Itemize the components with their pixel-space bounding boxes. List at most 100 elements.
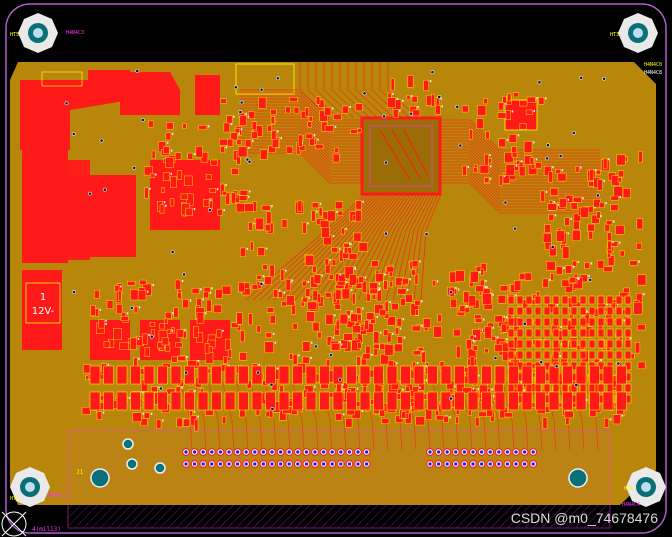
smd-pad bbox=[262, 264, 268, 270]
smd-pad bbox=[529, 157, 534, 165]
smd-pad bbox=[361, 280, 367, 293]
smd-pad bbox=[402, 278, 409, 285]
smd-pad bbox=[185, 207, 193, 216]
via bbox=[158, 386, 163, 391]
pin-hole bbox=[210, 462, 214, 466]
trace bbox=[440, 119, 600, 151]
smd-pad bbox=[235, 203, 245, 213]
trace bbox=[363, 62, 395, 119]
smd-pad bbox=[352, 325, 361, 334]
pad-mark bbox=[194, 389, 196, 392]
pad-mark bbox=[484, 285, 486, 288]
pad-mark bbox=[152, 284, 154, 287]
smd-pad bbox=[472, 345, 478, 351]
smd-pad bbox=[355, 103, 363, 112]
smd-pad bbox=[480, 268, 484, 276]
resistor bbox=[606, 317, 614, 327]
smd-pad bbox=[369, 288, 378, 294]
smd-pad bbox=[572, 220, 580, 230]
smd-pad bbox=[244, 203, 254, 212]
via bbox=[182, 272, 186, 277]
pin-hole bbox=[287, 450, 291, 454]
resistor bbox=[588, 317, 596, 327]
resistor bbox=[602, 365, 614, 385]
smd-pad bbox=[302, 297, 308, 303]
pad-mark bbox=[209, 291, 212, 294]
pad-mark bbox=[492, 395, 495, 398]
pad-mark bbox=[392, 332, 394, 335]
smd-pad bbox=[383, 329, 389, 336]
pad-mark bbox=[233, 115, 235, 118]
trace bbox=[308, 193, 394, 301]
resistor bbox=[440, 365, 452, 385]
smd-pad bbox=[569, 276, 577, 283]
resistor bbox=[467, 391, 479, 411]
pad-mark bbox=[225, 146, 228, 149]
pad-mark bbox=[441, 105, 443, 108]
smd-pad bbox=[307, 301, 317, 310]
pin-hole bbox=[261, 450, 265, 454]
resistor bbox=[359, 391, 371, 411]
mount-hole-bottom-right[interactable]: HT4 H4N4C4 bbox=[622, 467, 666, 508]
smd-pad bbox=[331, 343, 341, 351]
pin-hole bbox=[437, 450, 441, 454]
smd-pad bbox=[629, 260, 638, 266]
pad-mark bbox=[351, 310, 353, 313]
smd-pad bbox=[113, 328, 122, 341]
resistor bbox=[588, 383, 596, 393]
resistor bbox=[516, 295, 524, 305]
mount-hole-bottom-left[interactable]: HT1 H4N4C1 bbox=[10, 467, 66, 507]
smd-pad bbox=[607, 232, 612, 241]
pad-mark bbox=[421, 350, 424, 353]
smd-pad bbox=[353, 232, 362, 242]
pad-mark bbox=[163, 201, 166, 204]
smd-pad bbox=[96, 411, 103, 421]
smd-pad bbox=[584, 262, 590, 269]
resistor bbox=[561, 350, 569, 360]
smd-pad bbox=[341, 227, 345, 235]
smd-pad bbox=[484, 348, 489, 354]
via bbox=[184, 370, 189, 375]
resistor bbox=[143, 365, 155, 385]
smd-pad bbox=[455, 270, 465, 282]
via bbox=[72, 290, 76, 295]
resistor bbox=[516, 317, 524, 327]
pad-mark bbox=[396, 362, 398, 365]
smd-pad bbox=[175, 342, 183, 348]
smd-pad bbox=[170, 176, 177, 188]
smd-pad bbox=[139, 279, 147, 285]
mount-hole-top-left[interactable]: HT5 H4N4C3 bbox=[10, 13, 84, 53]
resistor bbox=[552, 350, 560, 360]
trace bbox=[331, 62, 363, 119]
resistor bbox=[481, 365, 492, 385]
via bbox=[259, 281, 264, 286]
smd-pad bbox=[411, 260, 419, 268]
smd-pad bbox=[405, 294, 413, 303]
smd-pad bbox=[176, 170, 183, 180]
smd-pad bbox=[476, 118, 484, 129]
smd-pad bbox=[222, 416, 227, 425]
watermark: CSDN @m0_74678476 bbox=[511, 510, 659, 526]
pad-mark bbox=[202, 298, 204, 301]
smd-pad bbox=[375, 273, 384, 283]
pad-mark bbox=[489, 154, 491, 157]
pad-mark bbox=[603, 179, 605, 182]
smd-pad bbox=[220, 98, 227, 104]
smd-pad bbox=[157, 342, 165, 349]
pad-mark bbox=[317, 138, 319, 141]
smd-pad bbox=[244, 282, 250, 289]
smd-pad bbox=[119, 342, 129, 350]
pin-hole bbox=[505, 462, 509, 466]
mount-hole-top-right[interactable]: HT3 bbox=[610, 13, 658, 53]
pad-mark bbox=[211, 287, 213, 290]
smd-pad bbox=[239, 115, 247, 126]
smd-pad bbox=[499, 174, 503, 186]
resistor bbox=[508, 391, 519, 411]
smd-pad bbox=[143, 412, 151, 419]
main-ic[interactable] bbox=[360, 116, 442, 196]
pad-mark bbox=[170, 149, 173, 152]
smd-pad bbox=[222, 190, 227, 196]
pad-mark bbox=[419, 386, 421, 389]
